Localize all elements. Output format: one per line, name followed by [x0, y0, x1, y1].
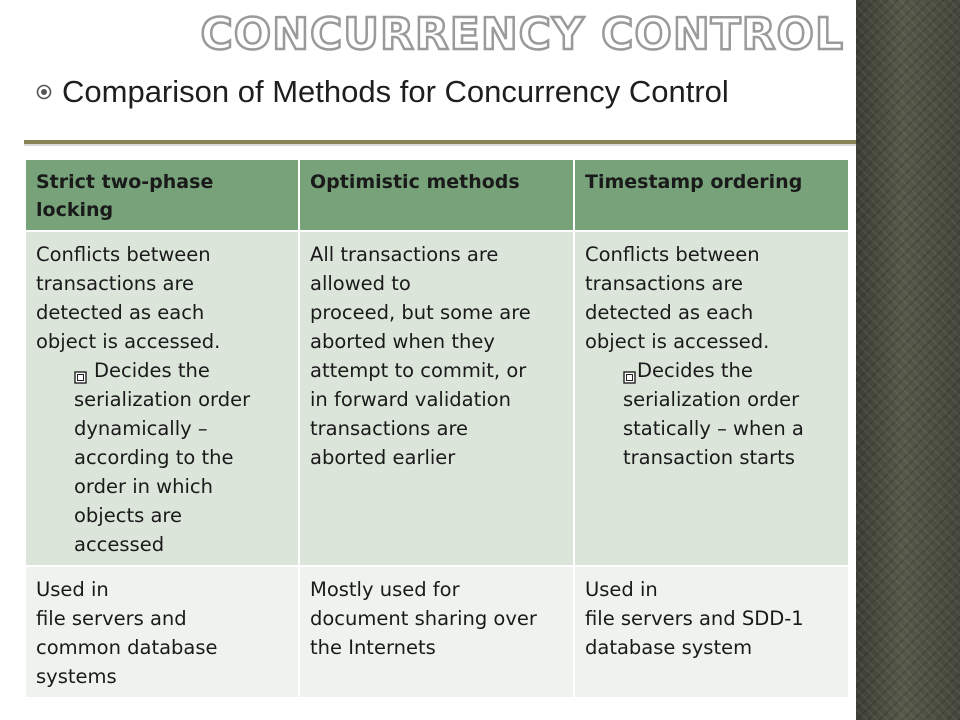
cell-line: objects are	[74, 504, 182, 527]
cell-line: Used in	[36, 578, 109, 601]
subtitle-row: Comparison of Methods for Concurrency Co…	[36, 70, 729, 114]
cell-timestamp-usage: Used in file servers and SDD-1 database …	[573, 565, 850, 699]
cell-optimistic-conflicts: All transactions are allowed to proceed,…	[298, 230, 575, 567]
cell-line: the Internets	[310, 636, 436, 659]
divider-rule	[24, 140, 856, 144]
cell-line: dynamically –	[74, 417, 208, 440]
checkbox-square-icon	[74, 363, 87, 384]
cell-line: transaction starts	[623, 446, 795, 469]
header-timestamp-ordering: Timestamp ordering	[573, 158, 850, 232]
decorative-side-strip	[856, 0, 960, 720]
cell-line: Decides the	[94, 359, 210, 382]
slide-subtitle: Comparison of Methods for Concurrency Co…	[62, 74, 729, 109]
cell-line: aborted earlier	[310, 446, 456, 469]
cell-line: attempt to commit, or	[310, 359, 527, 382]
cell-line: serialization order	[74, 388, 251, 411]
cell-line: order in which	[74, 475, 213, 498]
cell-line: transactions are	[310, 417, 469, 440]
checkbox-square-icon	[623, 363, 636, 384]
cell-line: detected as each	[36, 301, 205, 324]
table-row: Used in file servers and common database…	[24, 565, 850, 699]
divider-rule-shadow	[24, 144, 856, 146]
cell-line: transactions are	[36, 272, 195, 295]
header-optimistic-methods: Optimistic methods	[298, 158, 575, 232]
sub-bullet: Decides the serialization order statical…	[585, 356, 838, 472]
cell-line: file servers and SDD-1	[585, 607, 804, 630]
sub-bullet: Decides the serialization order dynamica…	[36, 356, 288, 559]
cell-locking-usage: Used in file servers and common database…	[24, 565, 300, 699]
cell-line: Mostly used for	[310, 578, 460, 601]
cell-line: proceed, but some are	[310, 301, 531, 324]
cell-line: serialization order	[623, 388, 800, 411]
cell-line: aborted when they	[310, 330, 495, 353]
cell-line: in forward validation	[310, 388, 511, 411]
cell-line: All transactions are	[310, 243, 499, 266]
circle-plus-icon	[36, 84, 52, 100]
cell-line: Used in	[585, 578, 658, 601]
cell-line: common database	[36, 636, 218, 659]
comparison-table: Strict two-phase locking Optimistic meth…	[24, 158, 850, 699]
cell-line: Decides the	[637, 359, 753, 382]
cell-line: accessed	[74, 533, 165, 556]
cell-line: systems	[36, 665, 117, 688]
cell-line: detected as each	[585, 301, 754, 324]
cell-line: statically – when a	[623, 417, 804, 440]
cell-line: object is accessed.	[36, 330, 221, 353]
cell-line: object is accessed.	[585, 330, 770, 353]
cell-locking-conflicts: Conflicts between transactions are detec…	[24, 230, 300, 567]
cell-line: document sharing over	[310, 607, 537, 630]
cell-line: transactions are	[585, 272, 744, 295]
slide-title: Concurrency Control	[199, 8, 844, 62]
header-strict-two-phase-locking: Strict two-phase locking	[24, 158, 300, 232]
cell-line: file servers and	[36, 607, 187, 630]
table-row: Conflicts between transactions are detec…	[24, 230, 850, 567]
cell-line: Conflicts between	[585, 243, 760, 266]
cell-line: Conflicts between	[36, 243, 211, 266]
cell-line: allowed to	[310, 272, 411, 295]
cell-line: database system	[585, 636, 753, 659]
table-header-row: Strict two-phase locking Optimistic meth…	[24, 158, 850, 232]
cell-line: according to the	[74, 446, 234, 469]
cell-optimistic-usage: Mostly used for document sharing over th…	[298, 565, 575, 699]
cell-timestamp-conflicts: Conflicts between transactions are detec…	[573, 230, 850, 567]
